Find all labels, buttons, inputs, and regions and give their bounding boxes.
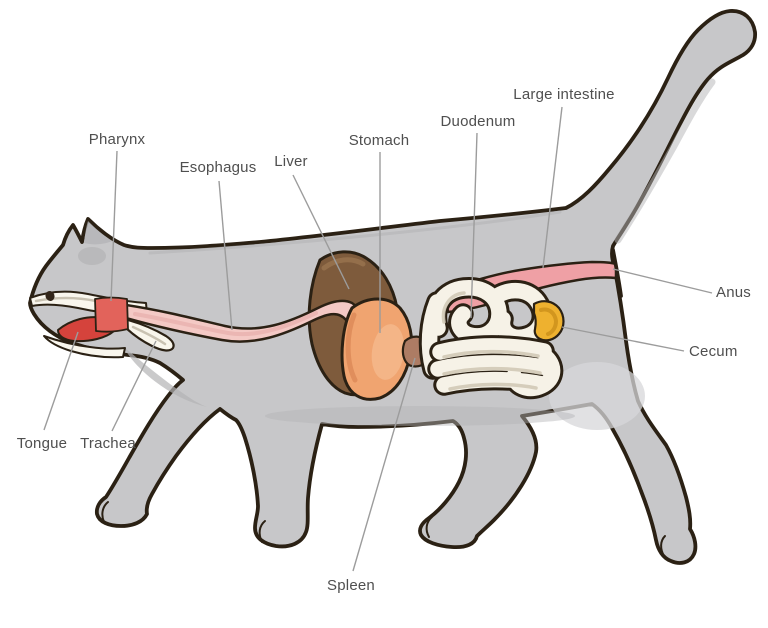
liver-highlight xyxy=(321,257,366,271)
leader-line-cecum xyxy=(561,326,685,352)
stomach-shadow-line xyxy=(345,312,358,383)
trachea-shadow-line xyxy=(131,325,167,346)
back-shading xyxy=(148,210,562,255)
ear-inner-shading xyxy=(84,221,112,245)
belly-shading xyxy=(265,406,575,426)
leader-line-liver xyxy=(292,174,350,290)
leader-line-anus xyxy=(612,268,713,294)
leader-line-esophagus xyxy=(218,180,233,331)
pharynx-shape xyxy=(94,296,129,333)
leader-line-pharynx xyxy=(110,150,118,302)
cat-eye xyxy=(45,291,55,301)
leader-line-duodenum xyxy=(470,132,478,319)
lower-jaw-shape xyxy=(43,335,126,359)
tail-inner-shading xyxy=(614,78,716,244)
leader-line-spleen xyxy=(352,357,416,572)
stomach-highlight xyxy=(371,324,405,380)
leader-line-large-intestine xyxy=(542,106,563,269)
paw-toe-lines xyxy=(101,501,666,557)
leader-line-tongue xyxy=(43,331,79,431)
leader-lines xyxy=(43,106,713,572)
rear-outline-patch xyxy=(611,248,623,298)
ear-base-shading xyxy=(78,247,106,265)
haunch-highlight xyxy=(549,362,645,430)
esophagus-core-line xyxy=(133,311,318,337)
cecum-shadow-line xyxy=(539,307,559,336)
leader-line-trachea xyxy=(111,340,157,432)
cat-body-silhouette xyxy=(28,9,757,565)
